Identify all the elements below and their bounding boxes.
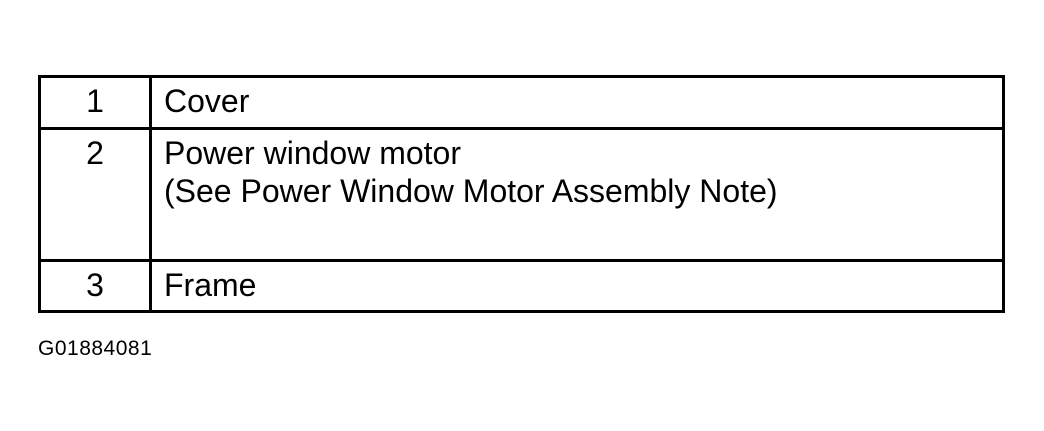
item-description: Cover [149, 75, 1005, 130]
item-number: 1 [38, 75, 152, 130]
item-description-note: (See Power Window Motor Assembly Note) [164, 173, 778, 209]
table-row: 1 Cover [38, 75, 1005, 130]
legend-table: 1 Cover 2 Power window motor (See Power … [38, 75, 1005, 313]
item-number: 2 [38, 127, 152, 262]
item-number: 3 [38, 259, 152, 313]
item-description-line: Frame [164, 267, 257, 303]
table-row: 3 Frame [38, 259, 1005, 313]
item-description: Power window motor (See Power Window Mot… [149, 127, 1005, 262]
item-description-line: Cover [164, 83, 250, 119]
item-description: Frame [149, 259, 1005, 313]
figure-id: G01884081 [38, 337, 153, 360]
item-description-line: Power window motor [164, 135, 461, 171]
table-row: 2 Power window motor (See Power Window M… [38, 127, 1005, 262]
